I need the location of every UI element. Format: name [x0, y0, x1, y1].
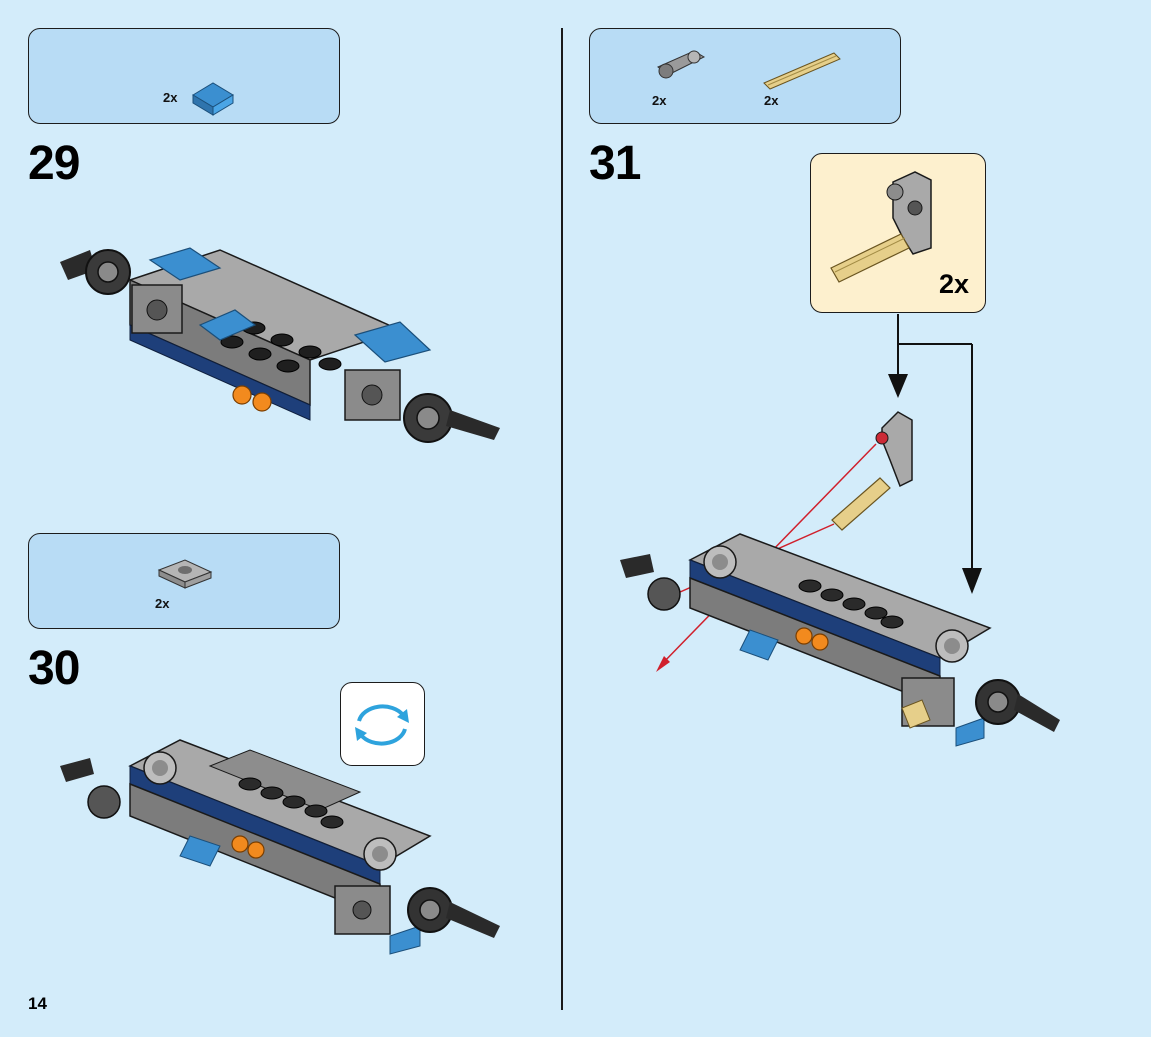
- part-quantity: 2x: [163, 90, 178, 105]
- parts-box-step-29: 2x: [28, 28, 340, 124]
- subassembly-quantity: 2x: [938, 269, 969, 299]
- step-30-model-illustration: [60, 739, 500, 955]
- parts-box-step-31: 2x 2x: [589, 28, 901, 124]
- rotate-model-callout: [340, 682, 425, 766]
- step-divider-line: [561, 28, 563, 1010]
- tan-axle-icon: [763, 52, 841, 90]
- subassembly-illustration: [830, 171, 932, 283]
- part-quantity: 2x: [652, 93, 667, 108]
- part-quantity: 2x: [764, 93, 779, 108]
- callout-guide-arrows: [897, 314, 973, 580]
- parts-box-step-30: 2x: [28, 533, 340, 629]
- grey-connector-icon: [657, 50, 706, 79]
- left-axle-assembly: [60, 249, 131, 295]
- right-axle-assembly: [407, 887, 500, 938]
- part-quantity: 2x: [155, 596, 170, 611]
- step-number-30: 30: [28, 642, 80, 695]
- step-31-model-illustration: [620, 314, 1060, 747]
- step-number-31: 31: [589, 137, 641, 190]
- right-axle-assembly: [403, 393, 500, 443]
- grey-angle-plate-icon: [157, 559, 213, 589]
- step-number-29: 29: [28, 137, 80, 190]
- page-number: 14: [28, 994, 47, 1013]
- rotate-model-icon: [355, 704, 409, 746]
- step-29-model-illustration: [60, 247, 500, 443]
- subassembly-callout: 2x: [810, 153, 986, 313]
- left-axle-assembly: [60, 758, 121, 819]
- blue-slope-brick-icon: [192, 82, 234, 116]
